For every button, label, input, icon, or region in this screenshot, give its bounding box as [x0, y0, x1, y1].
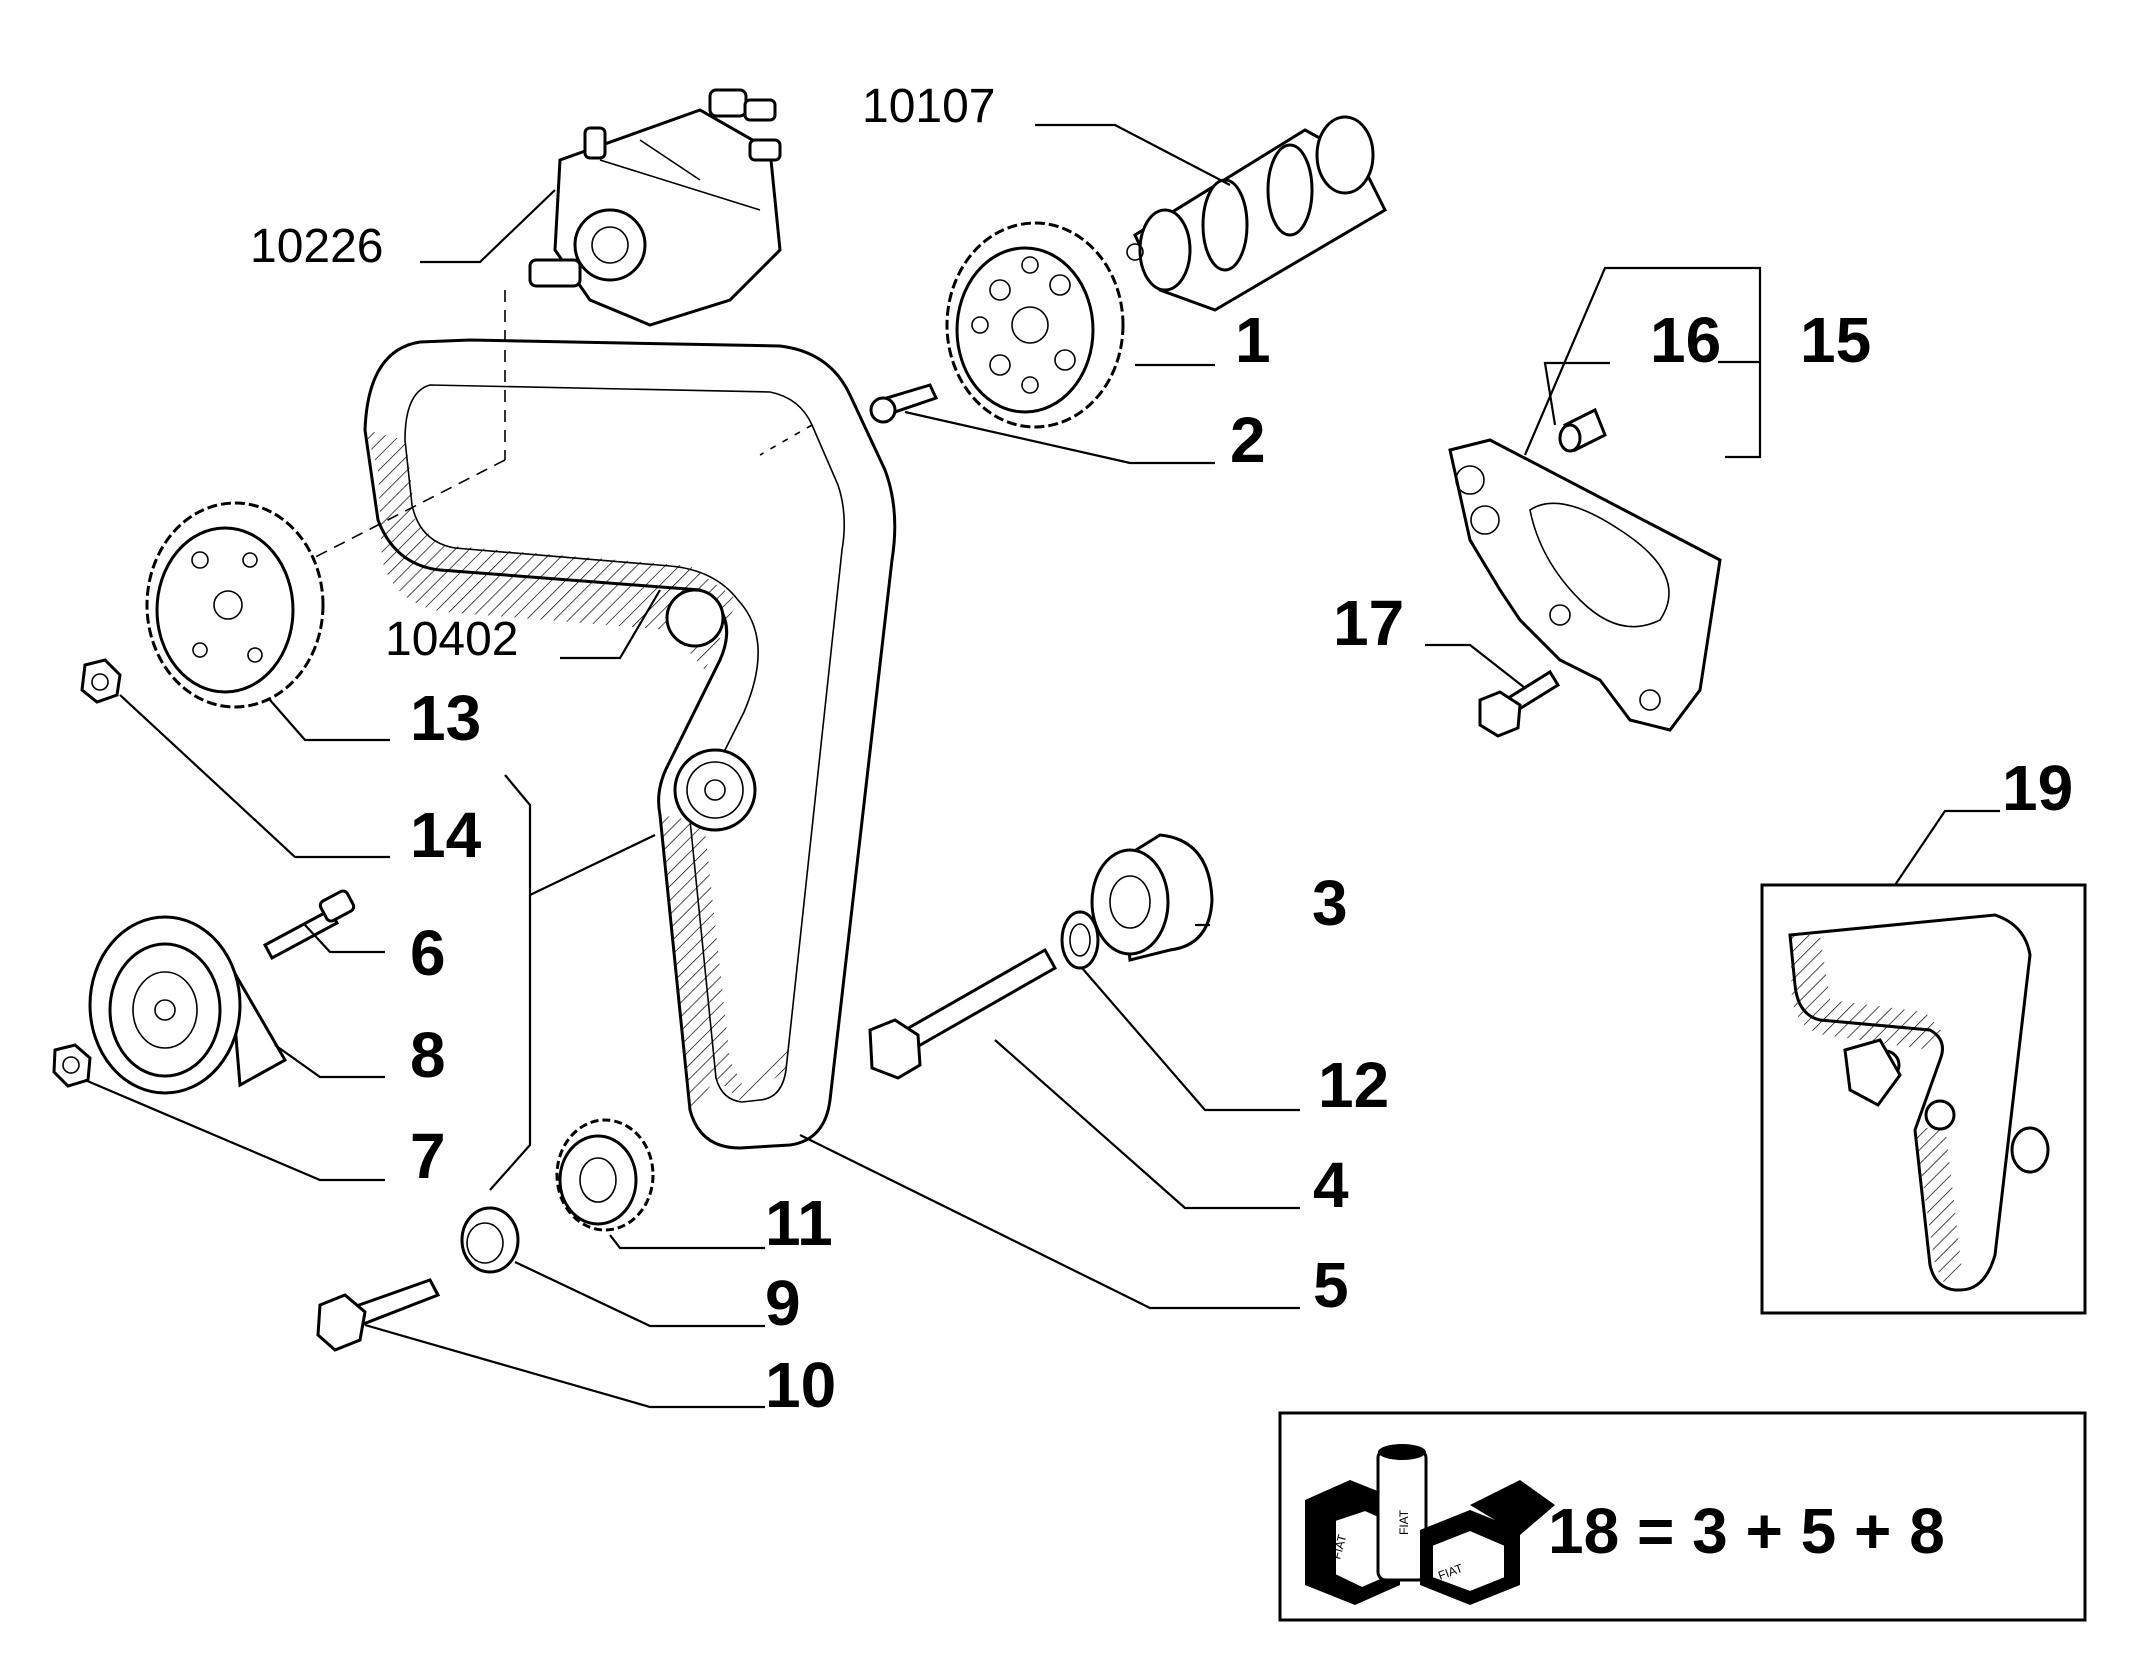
ref-label-10226: 10226 — [250, 220, 383, 273]
part-label-5: 5 — [1313, 1249, 1349, 1321]
part-label-7: 7 — [410, 1120, 446, 1192]
idler-spacer[interactable] — [460, 1206, 520, 1274]
sprocket-bolt[interactable] — [869, 383, 939, 424]
camshaft-sprocket[interactable] — [945, 221, 1125, 429]
idler-pulley[interactable] — [555, 1118, 655, 1232]
part-label-10: 10 — [765, 1349, 836, 1421]
part-label-3: 3 — [1312, 867, 1348, 939]
timing-belt[interactable] — [363, 338, 897, 1150]
ref-label-10402: 10402 — [385, 613, 518, 666]
part-label-17: 17 — [1333, 587, 1404, 659]
part-label-12: 12 — [1318, 1049, 1389, 1121]
leader-lines — [84, 123, 2000, 1409]
belt-idler-wheel — [673, 748, 757, 832]
dowel-pin[interactable] — [1558, 407, 1607, 453]
part-label-4: 4 — [1313, 1149, 1349, 1221]
ref-label-10107: 10107 — [862, 80, 995, 133]
part-label-15: 15 — [1800, 304, 1871, 376]
part-label-8: 8 — [410, 1019, 446, 1091]
roller-washer[interactable] — [1060, 910, 1100, 970]
pump-gear-dashed-line — [289, 459, 506, 571]
part-label-1: 1 — [1235, 304, 1271, 376]
part-label-16: 16 — [1650, 304, 1721, 376]
belt-guide-pulley — [665, 588, 725, 648]
part-label-11: 11 — [765, 1187, 833, 1259]
cover-bolt[interactable] — [1478, 669, 1561, 738]
part-label-9: 9 — [765, 1267, 801, 1339]
inset-diagram-box — [1760, 883, 2087, 1315]
part-label-19: 19 — [2002, 752, 2073, 824]
roller-bolt[interactable] — [868, 947, 1058, 1080]
logo-text-middle: FIAT — [1397, 1509, 1411, 1535]
belt-roller[interactable] — [1090, 833, 1214, 962]
fiat-kit-logo: FIAT FIAT FIAT — [1305, 1444, 1555, 1605]
logo-text-left: FIAT — [1329, 1532, 1349, 1561]
idler-bolt[interactable] — [316, 1278, 441, 1352]
part-label-2: 2 — [1230, 404, 1266, 476]
belt-tensioner[interactable] — [88, 915, 288, 1095]
tensioner-stud[interactable] — [262, 889, 356, 961]
tensioner-nut[interactable] — [52, 1043, 92, 1088]
injection-pump-sprocket[interactable] — [145, 501, 325, 709]
part-label-6: 6 — [410, 917, 446, 989]
camshaft[interactable] — [1126, 115, 1387, 312]
sprocket-nut[interactable] — [80, 658, 122, 704]
timing-cover-bracket[interactable] — [1448, 438, 1722, 732]
injection-pump[interactable] — [528, 88, 782, 327]
kit-equation: 18 = 3 + 5 + 8 — [1548, 1495, 1945, 1567]
part-label-13: 13 — [410, 682, 481, 754]
part-label-14: 14 — [410, 799, 482, 871]
